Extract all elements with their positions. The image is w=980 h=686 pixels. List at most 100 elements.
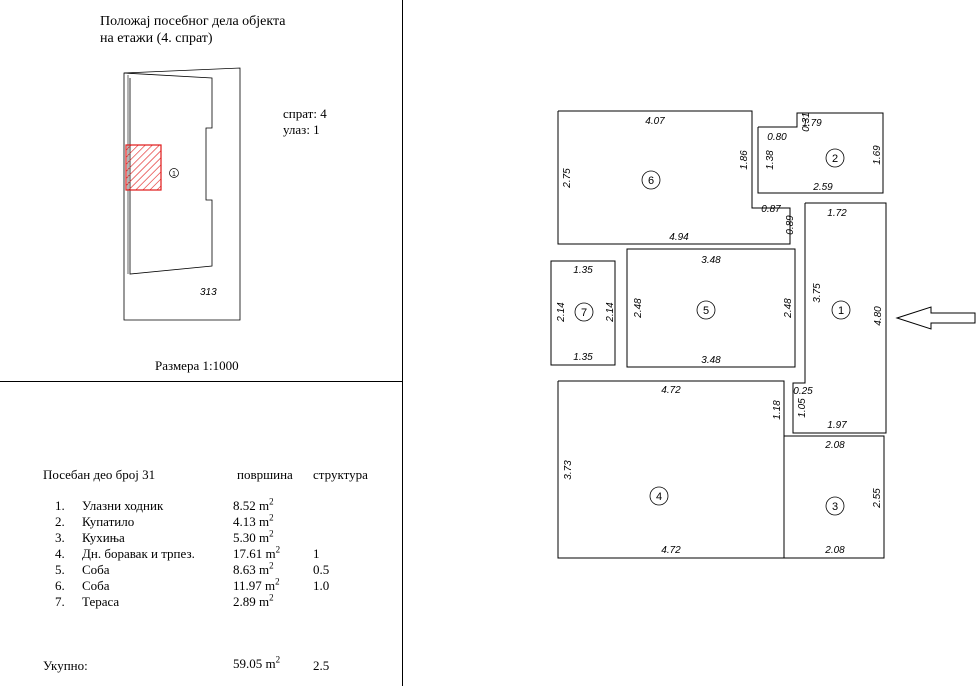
row-name: Дн. боравак и трпез. <box>82 546 195 561</box>
room-7-outline <box>550 260 616 366</box>
row-name: Купатило <box>82 514 135 529</box>
row-area-unit: m <box>265 578 276 593</box>
dimension-r3-bottom: 2.08 <box>824 545 845 556</box>
dimension-r2-top: 1.79 <box>802 118 822 129</box>
dimension-r1-notch_v: 0.89 <box>785 215 796 235</box>
dimension-r3-right: 2.55 <box>872 488 883 509</box>
vertical-divider <box>402 0 403 686</box>
row-area-value: 5.30 <box>233 530 256 545</box>
row-area-unit: m <box>259 530 270 545</box>
row-area-unit: m <box>259 498 270 513</box>
dimension-r1-top: 1.72 <box>827 208 847 219</box>
row-number: 1. <box>55 498 65 513</box>
dimension-r4-bottom: 4.72 <box>661 545 681 556</box>
dimension-r7-right: 2.14 <box>605 302 616 323</box>
row-area: 17.61 m2 <box>233 544 281 562</box>
row-area-unit: m <box>259 514 270 529</box>
dimension-r2-notch: 0.31 <box>801 112 812 131</box>
room-5-number: 5 <box>703 305 709 317</box>
room-2-circle <box>825 148 845 168</box>
location-plan-drawing: 1 313 <box>123 67 241 321</box>
total-structure: 2.5 <box>313 658 330 673</box>
dimension-r5-right: 2.48 <box>783 298 794 319</box>
dimension-r1-left: 3.75 <box>812 283 823 303</box>
row-number: 2. <box>55 514 65 529</box>
room-6-outline <box>557 110 791 245</box>
row-number: 7. <box>55 594 65 609</box>
row-area-unit-exp: 2 <box>269 528 274 539</box>
room-1-circle <box>831 300 851 320</box>
dimension-r3-top: 2.08 <box>824 440 845 451</box>
total-area-unit: m <box>265 656 276 671</box>
row-number: 6. <box>55 578 65 593</box>
row-area-unit: m <box>265 546 276 561</box>
row-area-value: 2.89 <box>233 594 256 609</box>
room-5-outline <box>626 248 796 368</box>
dimension-r6-left: 2.75 <box>562 168 573 189</box>
room-3-number: 3 <box>832 501 838 513</box>
row-area-value: 11.97 <box>233 578 262 593</box>
room-7-circle <box>574 302 594 322</box>
row-number: 3. <box>55 530 65 545</box>
location-plan-title: Положај посебног дела објекта на етажи (… <box>100 13 286 47</box>
row-area-unit-exp: 2 <box>275 576 280 587</box>
room-2-number: 2 <box>832 153 838 165</box>
building-outline <box>123 72 213 275</box>
row-structure: 1.0 <box>313 578 330 593</box>
row-area-unit: m <box>259 562 270 577</box>
dimension-r1-right: 4.80 <box>873 306 884 326</box>
total-area-value: 59.05 <box>233 656 263 671</box>
row-area-value: 8.63 <box>233 562 256 577</box>
room-2-outline <box>757 112 884 194</box>
title-line-1: Положај посебног дела објекта <box>100 14 286 29</box>
parcel-outline <box>123 67 241 321</box>
parcel-number: 313 <box>200 287 217 298</box>
row-area: 11.97 m2 <box>233 576 280 594</box>
row-area: 4.13 m2 <box>233 513 274 530</box>
row-area-unit: m <box>259 594 270 609</box>
row-name: Тераса <box>82 594 120 609</box>
room-1-outline <box>792 202 887 434</box>
dimension-r1-notch_h: 0.87 <box>761 204 781 215</box>
table-heading: Посебан део број 31 <box>43 467 156 482</box>
row-area-value: 17.61 <box>233 546 263 561</box>
scale-label: Размера 1:1000 <box>155 358 239 373</box>
room-5-circle <box>696 300 716 320</box>
dimension-r5-left: 2.48 <box>633 298 644 319</box>
floor-label: спрат: 4 <box>283 106 327 121</box>
col-structure-header: структура <box>313 467 368 482</box>
total-label: Укупно: <box>43 658 88 673</box>
title-line-2: на етажи (4. спрат) <box>100 31 213 46</box>
floor-info: спрат: 4 улаз: 1 <box>283 106 327 138</box>
dimension-r5-top: 3.48 <box>701 255 721 266</box>
room-1-number: 1 <box>838 305 844 317</box>
row-area: 8.63 m2 <box>233 560 274 578</box>
row-area-unit-exp: 2 <box>269 560 274 571</box>
entrance-label: улаз: 1 <box>283 122 320 137</box>
room-4-number: 4 <box>656 491 662 503</box>
dimension-r2-right: 1.69 <box>872 145 883 165</box>
dimension-r7-top: 1.35 <box>573 265 593 276</box>
row-name: Соба <box>82 562 110 577</box>
entrance-marker-circle <box>169 168 179 178</box>
row-number: 4. <box>55 546 65 561</box>
row-structure: 1 <box>313 546 320 561</box>
row-name: Улазни ходник <box>82 498 164 513</box>
col-area-header: површина <box>237 467 293 482</box>
row-structure: 0.5 <box>313 562 330 577</box>
room-4-outline <box>557 380 785 559</box>
entrance-arrow-icon <box>895 306 976 330</box>
dimension-r6-top: 4.07 <box>645 116 665 127</box>
dimension-r5-bottom: 3.48 <box>701 355 721 366</box>
dimension-r2-topleft: 0.80 <box>767 132 787 143</box>
room-6-circle <box>641 170 661 190</box>
row-area-unit-exp: 2 <box>275 544 281 555</box>
dimension-r6-right: 1.86 <box>739 150 750 170</box>
room-6-number: 6 <box>648 175 654 187</box>
row-area: 5.30 m2 <box>233 528 274 546</box>
row-name: Кухиња <box>82 530 125 545</box>
room-7-number: 7 <box>581 307 587 319</box>
dimension-r7-left: 2.14 <box>556 302 567 323</box>
room-3-outline <box>783 435 885 559</box>
